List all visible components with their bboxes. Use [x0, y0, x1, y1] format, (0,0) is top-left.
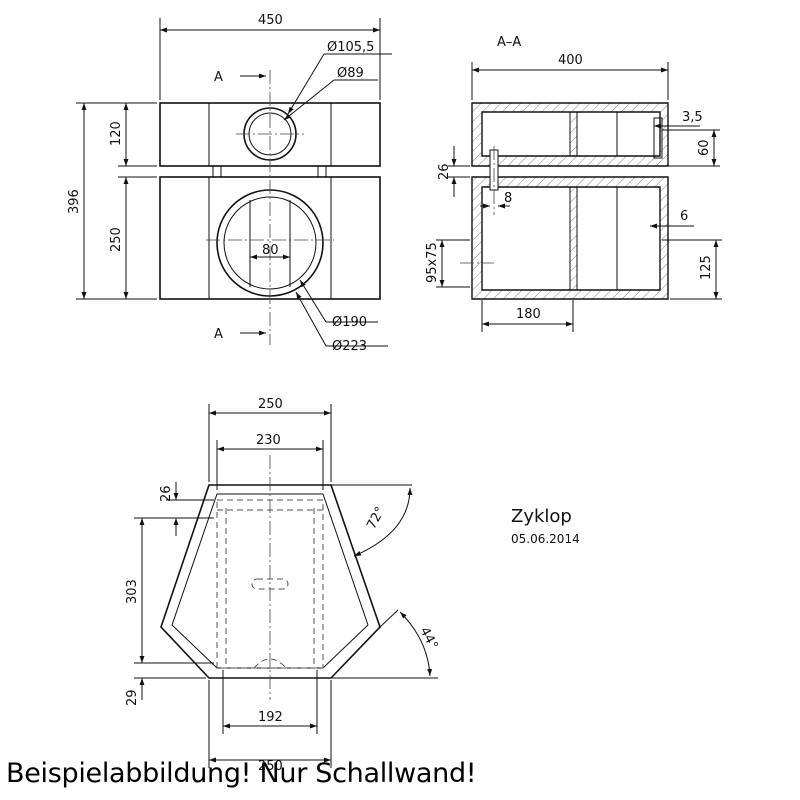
- dim-6: 6: [680, 209, 688, 224]
- section-bottom-divider: [569, 186, 578, 291]
- dim-250-front: 250: [109, 227, 124, 252]
- dim-180: 180: [516, 307, 541, 322]
- caption: Beispielabbildung! Nur Schallwand!: [6, 758, 477, 789]
- leader-89: [283, 79, 335, 121]
- dim-29: 29: [125, 689, 140, 706]
- dim-450: 450: [258, 13, 283, 28]
- dim-angle-44: 44°: [416, 625, 440, 652]
- front-connector-right: [317, 165, 327, 178]
- section-marker-top: A: [214, 70, 223, 85]
- front-view: A A 450 396 120 250 Ø105,5 Ø89 80 Ø190: [67, 13, 392, 354]
- hidden-base-arc: [253, 658, 287, 669]
- hexagon-outer: [160, 484, 381, 679]
- dim-26-top: 26: [159, 485, 174, 502]
- dim-400: 400: [558, 53, 583, 68]
- dim-diameter-190: Ø190: [332, 315, 367, 330]
- drawing-name: Zyklop: [511, 506, 572, 527]
- dim-303: 303: [125, 579, 140, 604]
- front-connector-left: [212, 165, 222, 178]
- leader-223: [295, 291, 327, 347]
- dim-8: 8: [504, 191, 512, 206]
- dim-80: 80: [262, 243, 279, 258]
- dim-250-bottom: 250: [258, 759, 283, 774]
- dim-60: 60: [697, 139, 712, 156]
- section-title: A–A: [497, 35, 521, 50]
- dim-250-top: 250: [258, 397, 283, 412]
- dim-diameter-89: Ø89: [337, 66, 364, 81]
- section-view: A–A 400 3,5 60 26: [425, 35, 722, 332]
- dim-95x75: 95x75: [425, 242, 440, 283]
- front-top-block: [159, 102, 381, 167]
- dim-120: 120: [109, 121, 124, 146]
- dim-26-section: 26: [437, 163, 452, 180]
- drawing-date: 05.06.2014: [511, 532, 580, 546]
- dim-angle-72: 72°: [364, 504, 388, 531]
- leader-190: [299, 279, 327, 323]
- dim-diameter-105: Ø105,5: [327, 40, 374, 55]
- dim-3-5: 3,5: [682, 110, 703, 125]
- dim-230: 230: [256, 433, 281, 448]
- dim-125: 125: [699, 255, 714, 280]
- section-slot: [653, 117, 663, 159]
- angle-44-ext: [379, 609, 399, 628]
- top-view: 250 230 26 303 29 72° 44° 192: [125, 397, 441, 774]
- dim-diameter-223: Ø223: [332, 339, 367, 354]
- dim-192: 192: [258, 710, 283, 725]
- section-marker-bottom: A: [214, 327, 223, 342]
- angle-44-arc: [399, 611, 433, 677]
- section-top-divider: [569, 111, 578, 157]
- dim-396: 396: [67, 189, 82, 214]
- angle-72-arc: [353, 487, 413, 557]
- leader-105: [287, 53, 325, 115]
